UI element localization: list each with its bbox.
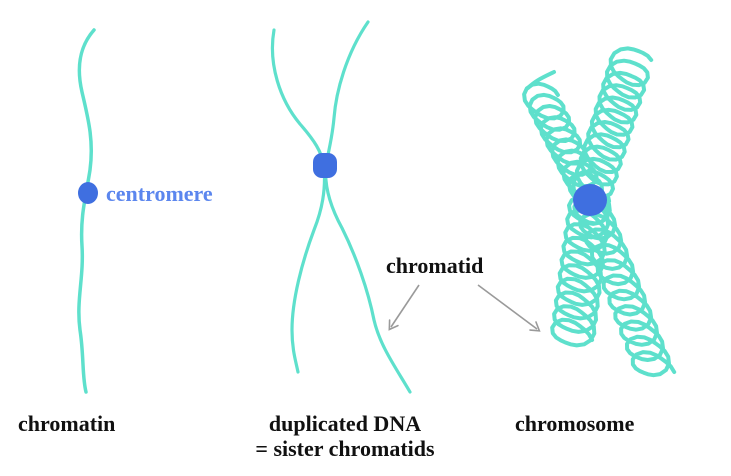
- chromatid-label: chromatid: [386, 253, 484, 278]
- sister-chromatid-left: [270, 28, 327, 374]
- chromatid-tail: [526, 70, 556, 90]
- sister-chromatids-label: = sister chromatids: [255, 436, 435, 461]
- chromatid-coil: [522, 81, 610, 211]
- duplicated-dna-label: duplicated DNA: [268, 411, 422, 436]
- arrow-icon: [388, 284, 420, 331]
- chromosome-illustration: [522, 46, 677, 378]
- sister-chromatid-right: [324, 20, 412, 394]
- chromatid-coil: [572, 196, 677, 378]
- chromosome-label: chromosome: [515, 411, 635, 436]
- arrow-icon: [477, 284, 541, 332]
- chromatid-coil: [571, 46, 654, 212]
- chromatin-illustration: [77, 28, 98, 394]
- centromere-dot: [573, 184, 607, 216]
- centromere-dot: [78, 182, 98, 204]
- chromosome-coils: [522, 46, 677, 378]
- chromatin-strand: [77, 28, 96, 394]
- centromere-dot: [313, 153, 337, 178]
- duplicated-dna-illustration: [270, 20, 412, 394]
- centromere-label: centromere: [106, 181, 213, 206]
- chromatin-label: chromatin: [18, 411, 116, 436]
